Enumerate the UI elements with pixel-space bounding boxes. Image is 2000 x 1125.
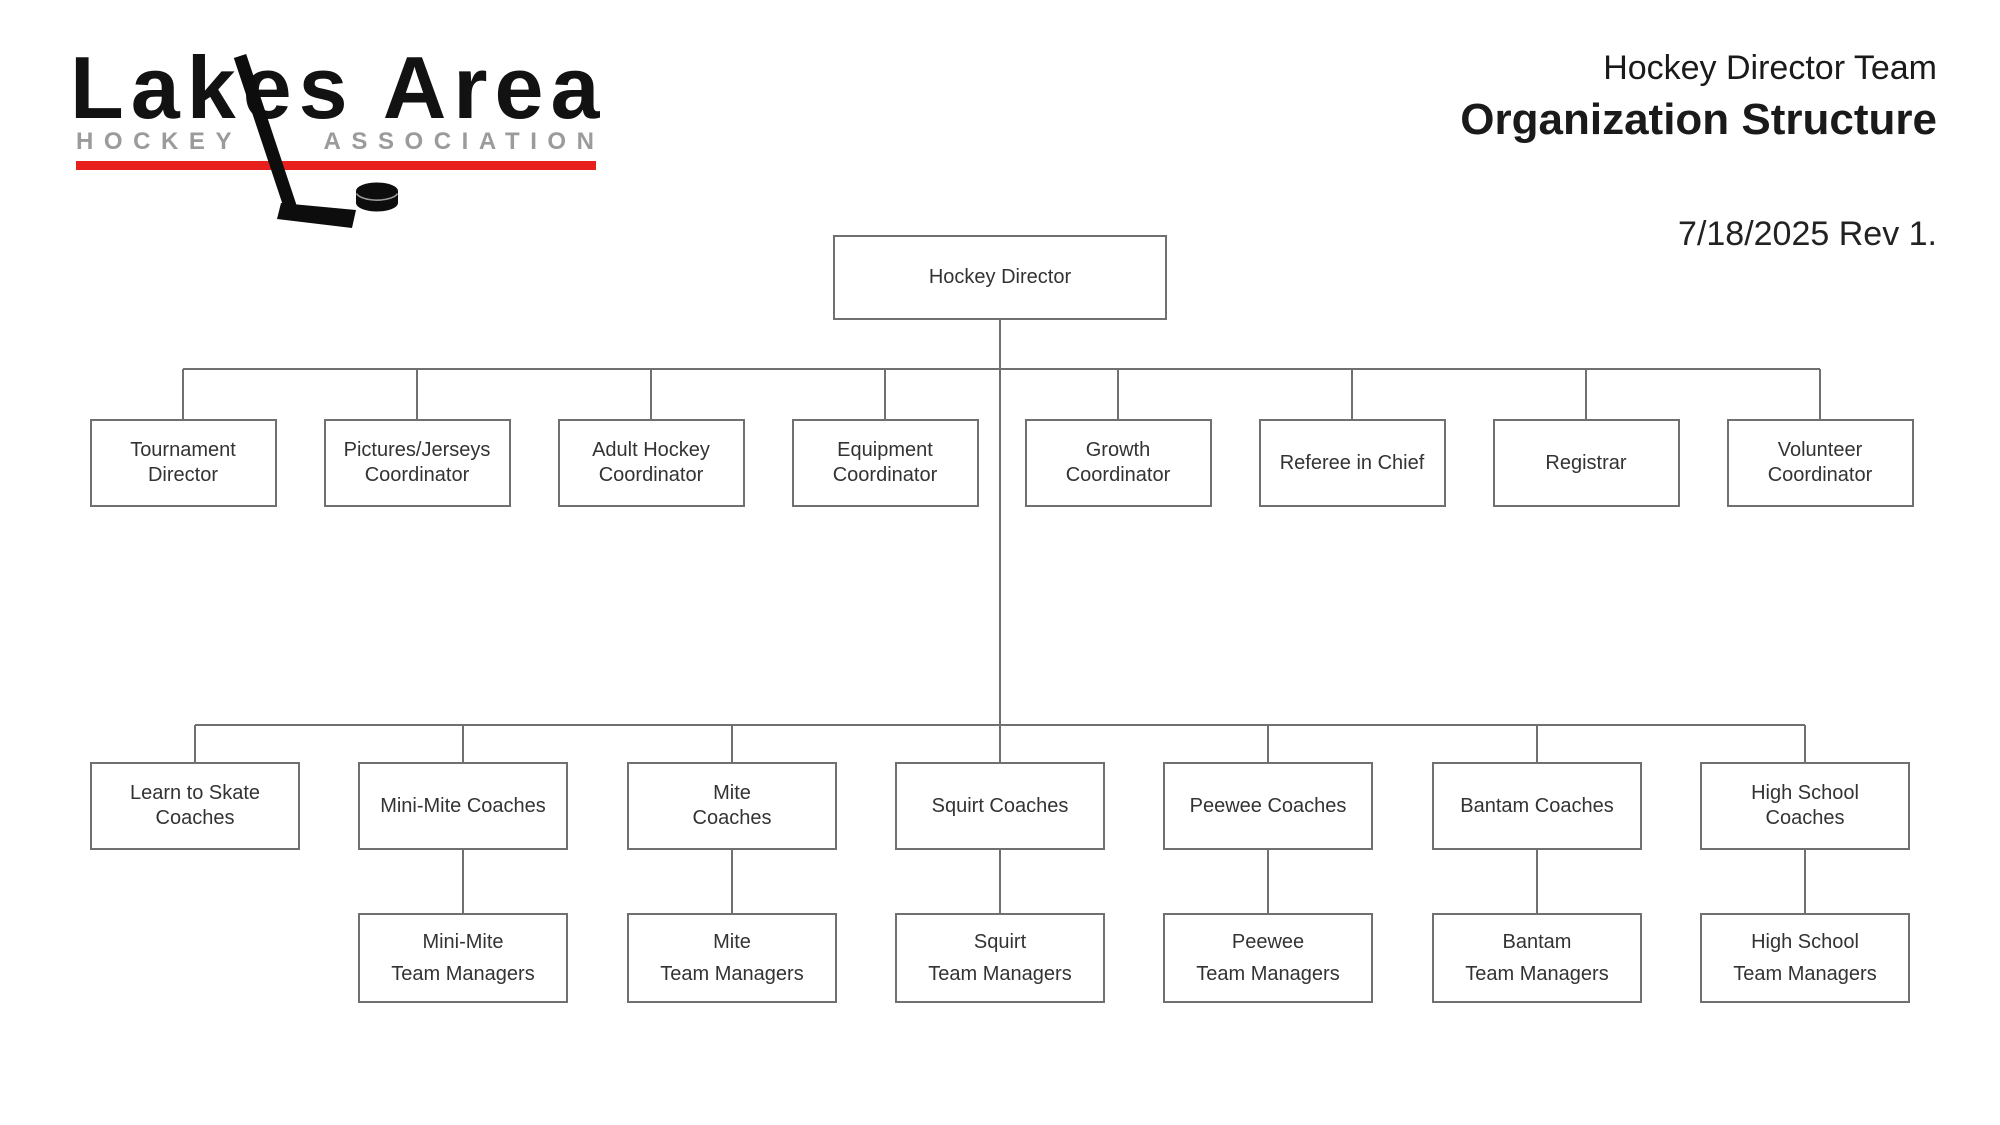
org-node-high-school-team-managers: High School Team Managers: [1700, 913, 1910, 1003]
org-node-registrar: Registrar: [1492, 419, 1680, 507]
org-node-hockey-director: Hockey Director: [833, 235, 1167, 320]
logo-subtitle-right: ASSOCIATION: [323, 128, 605, 155]
org-node-volunteer-coordinator: Volunteer Coordinator: [1726, 419, 1914, 507]
logo-wordmark: Lakes Area: [70, 38, 607, 137]
org-node-bantam-coaches: Bantam Coaches: [1432, 762, 1642, 850]
org-node-bantam-team-managers: Bantam Team Managers: [1432, 913, 1642, 1003]
doc-revision-date: 7/18/2025 Rev 1.: [1678, 215, 1937, 253]
org-node-adult-hockey-coordinator: Adult Hockey Coordinator: [557, 419, 745, 507]
org-node-mite-team-managers: Mite Team Managers: [627, 913, 837, 1003]
org-node-peewee-coaches: Peewee Coaches: [1163, 762, 1373, 850]
logo-red-underline: [76, 161, 596, 170]
logo-subtitle-left: HOCKEY: [76, 128, 243, 155]
org-node-referee-in-chief: Referee in Chief: [1258, 419, 1446, 507]
org-node-equipment-coordinator: Equipment Coordinator: [791, 419, 979, 507]
logo-subtitle: HOCKEY ASSOCIATION: [76, 130, 594, 154]
doc-title-line2: Organization Structure: [1460, 95, 1937, 144]
doc-title-line1: Hockey Director Team: [1603, 49, 1937, 87]
org-node-mini-mite-team-managers: Mini-Mite Team Managers: [358, 913, 568, 1003]
org-node-growth-coordinator: Growth Coordinator: [1024, 419, 1212, 507]
org-node-squirt-team-managers: Squirt Team Managers: [895, 913, 1105, 1003]
org-node-mite-coaches: Mite Coaches: [627, 762, 837, 850]
org-node-mini-mite-coaches: Mini-Mite Coaches: [358, 762, 568, 850]
org-node-squirt-coaches: Squirt Coaches: [895, 762, 1105, 850]
org-node-learn-to-skate-coaches: Learn to Skate Coaches: [90, 762, 300, 850]
org-node-high-school-coaches: High School Coaches: [1700, 762, 1910, 850]
org-node-pictures-jerseys-coordinator: Pictures/Jerseys Coordinator: [323, 419, 511, 507]
org-node-peewee-team-managers: Peewee Team Managers: [1163, 913, 1373, 1003]
org-node-tournament-director: Tournament Director: [89, 419, 277, 507]
